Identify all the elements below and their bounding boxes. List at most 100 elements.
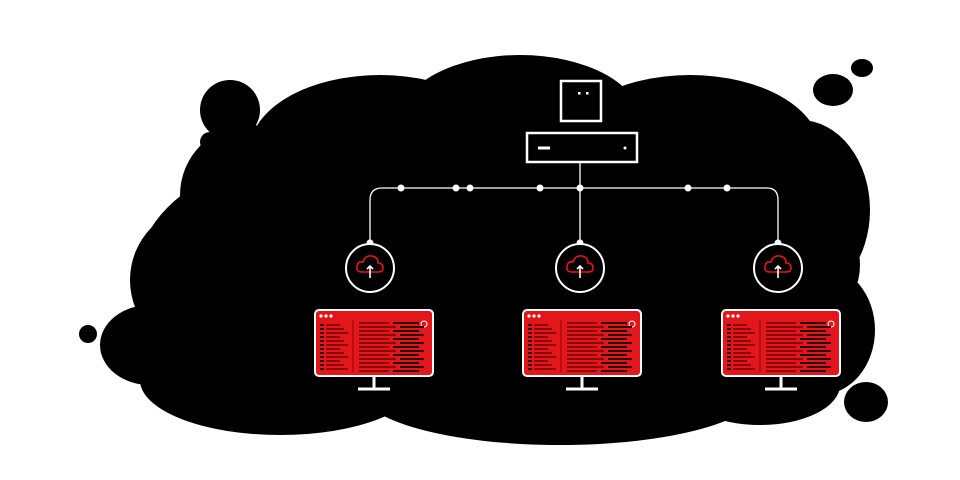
junction-dot <box>397 184 405 192</box>
content-line <box>766 326 803 328</box>
content-line <box>601 322 627 324</box>
content-line <box>393 338 419 340</box>
network-lines <box>369 162 779 243</box>
content-line <box>359 326 396 328</box>
content-line <box>567 346 597 348</box>
content-line <box>807 334 831 336</box>
content-line <box>766 342 803 344</box>
junction-dot <box>723 184 731 192</box>
content-line <box>807 326 831 328</box>
list-bullet <box>528 332 532 334</box>
content-line <box>567 330 597 332</box>
list-line <box>733 340 751 342</box>
cloud-upload-icon <box>753 243 803 293</box>
list-bullet <box>727 348 731 350</box>
window-dot <box>329 314 333 318</box>
content-line <box>800 370 826 372</box>
list-bullet <box>528 368 532 370</box>
list-line <box>534 368 556 370</box>
content-line <box>601 370 627 372</box>
content-line <box>800 362 826 364</box>
list-line <box>534 324 548 326</box>
list-bullet <box>528 348 532 350</box>
window-dot <box>527 314 531 318</box>
content-line <box>601 346 627 348</box>
content-line <box>400 358 424 360</box>
content-line <box>601 330 627 332</box>
list-bullet <box>727 364 731 366</box>
list-bullet <box>320 328 324 330</box>
content-line <box>807 342 831 344</box>
content-line <box>567 358 604 360</box>
list-bullet <box>320 348 324 350</box>
list-line <box>534 340 552 342</box>
list-bullet <box>320 356 324 358</box>
list-line <box>326 324 340 326</box>
list-bullet <box>528 360 532 362</box>
cloud-upload-icon <box>345 243 395 293</box>
content-line <box>807 350 831 352</box>
list-line <box>733 332 755 334</box>
content-line <box>393 322 419 324</box>
content-line <box>400 326 424 328</box>
content-line <box>567 350 604 352</box>
list-line <box>326 360 340 362</box>
cloud-bubble <box>200 132 220 152</box>
content-line <box>359 370 389 372</box>
content-line <box>766 350 803 352</box>
list-line <box>733 356 755 358</box>
content-line <box>567 322 597 324</box>
content-line <box>359 350 396 352</box>
list-line <box>733 336 747 338</box>
list-line <box>326 352 344 354</box>
content-line <box>766 330 796 332</box>
desktop-monitor-icon <box>522 309 642 391</box>
content-line <box>400 366 424 368</box>
list-line <box>534 344 556 346</box>
window-dot <box>319 314 323 318</box>
content-line <box>393 370 419 372</box>
content-line <box>393 346 419 348</box>
cloud-bubble <box>79 325 97 343</box>
list-bullet <box>727 340 731 342</box>
content-line <box>359 342 396 344</box>
list-line <box>733 364 751 366</box>
list-line <box>733 352 751 354</box>
junction-dot <box>536 184 544 192</box>
content-line <box>800 330 826 332</box>
list-bullet <box>528 356 532 358</box>
content-line <box>807 358 831 360</box>
list-line <box>534 360 548 362</box>
list-line <box>326 336 340 338</box>
server-icon <box>525 79 639 164</box>
list-line <box>326 340 344 342</box>
list-line <box>534 352 552 354</box>
content-line <box>766 322 796 324</box>
content-line <box>359 366 396 368</box>
list-bullet <box>727 344 731 346</box>
list-line <box>326 356 348 358</box>
content-line <box>601 354 627 356</box>
content-line <box>766 362 796 364</box>
content-line <box>359 322 389 324</box>
content-line <box>608 326 632 328</box>
list-line <box>326 368 348 370</box>
server-rack <box>525 131 639 164</box>
content-line <box>359 362 389 364</box>
content-line <box>567 366 604 368</box>
content-line <box>766 346 796 348</box>
list-bullet <box>528 328 532 330</box>
content-line <box>608 358 632 360</box>
list-line <box>733 348 747 350</box>
content-line <box>359 354 389 356</box>
content-line <box>567 338 597 340</box>
content-line <box>608 366 632 368</box>
content-line <box>567 326 604 328</box>
list-bullet <box>528 336 532 338</box>
content-line <box>601 338 627 340</box>
content-line <box>567 342 604 344</box>
list-bullet <box>727 336 731 338</box>
list-bullet <box>320 340 324 342</box>
content-line <box>359 358 396 360</box>
